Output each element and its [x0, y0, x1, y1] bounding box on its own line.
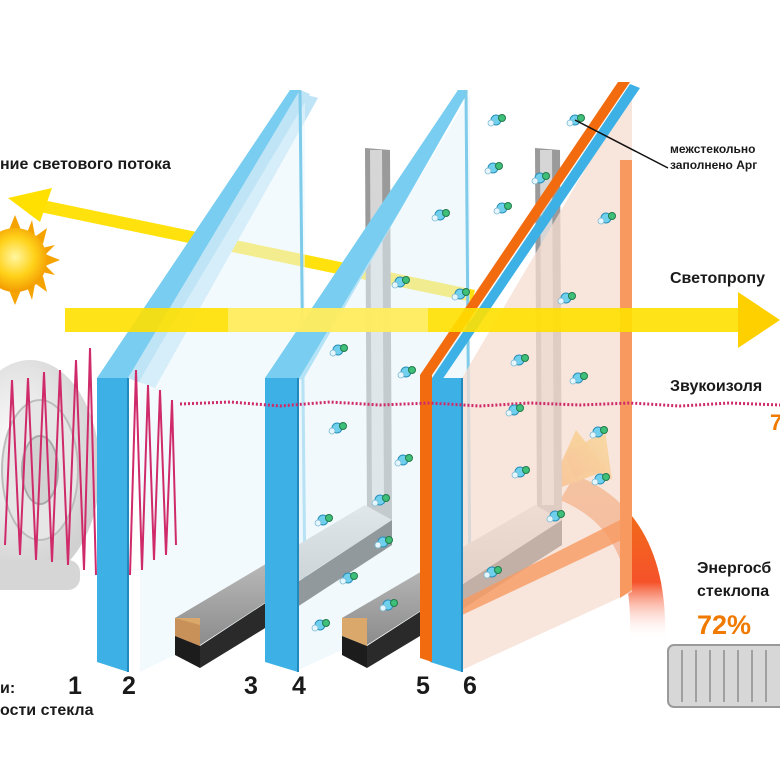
surface-number-1: 1	[68, 672, 82, 700]
surface-number-3: 3	[244, 672, 258, 700]
argon-leader-line	[574, 119, 669, 169]
light-transmission-label: Светопропу	[670, 270, 766, 287]
glass-pane-3-energy-saving	[420, 82, 640, 672]
light-transmission-arrow	[65, 292, 780, 348]
sound-insulation-label: Звукоизоля	[670, 378, 763, 395]
energy-saving-label-line2: стеклопа	[697, 583, 770, 600]
sun-icon	[0, 215, 60, 305]
sound-insulation-percent: 7	[770, 410, 780, 435]
surface-number-5: 5	[416, 672, 430, 700]
surface-number-2: 2	[122, 672, 136, 700]
surface-number-6: 6	[463, 672, 477, 700]
energy-saving-label-line1: Энергосб	[697, 560, 772, 577]
sound-wave	[4, 347, 780, 576]
reflection-label: ние светового потока	[0, 156, 171, 173]
radiator-icon	[667, 644, 780, 708]
surfaces-caption: ости стекла	[0, 702, 94, 719]
surfaces-title: и:	[0, 680, 16, 697]
surface-number-4: 4	[292, 672, 306, 700]
argon-label-line1: межстекольно	[670, 142, 756, 156]
energy-saving-percent: 72%	[697, 610, 752, 640]
argon-label-line2: заполнено Арг	[670, 158, 758, 172]
